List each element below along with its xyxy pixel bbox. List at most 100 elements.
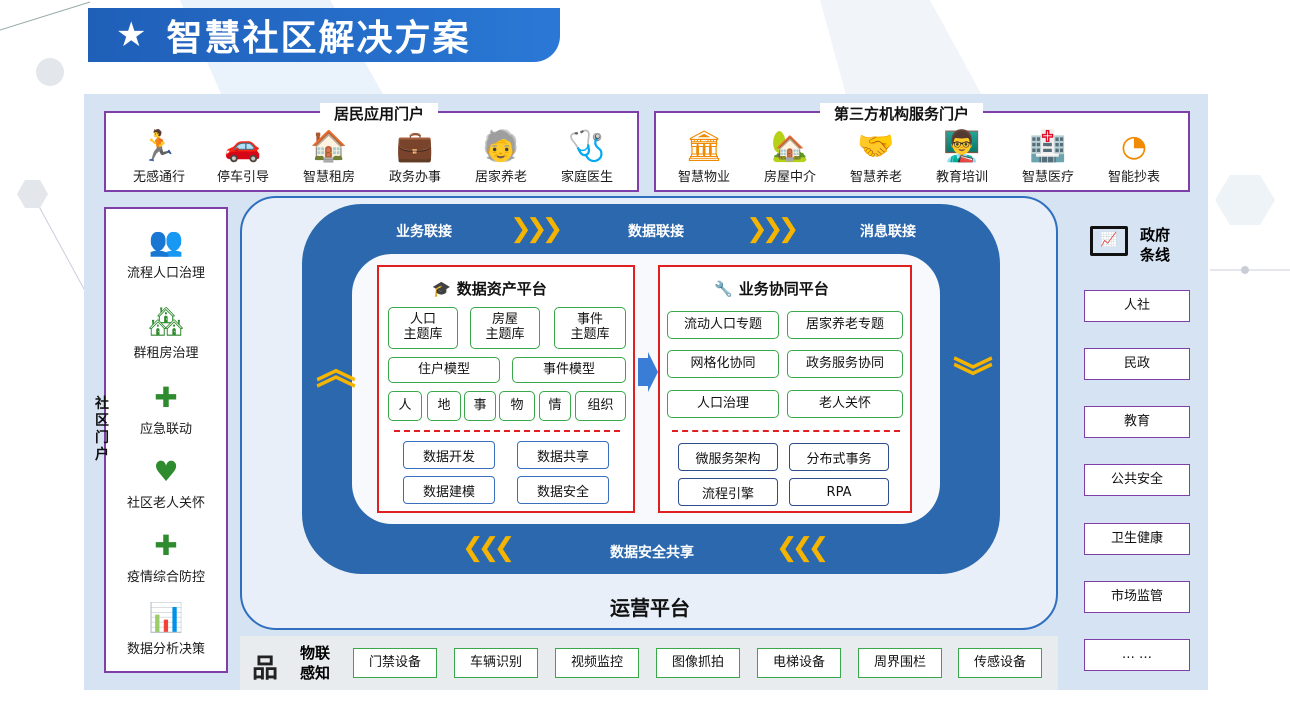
topic-lib-line2: 主题库: [570, 327, 610, 342]
teacher-icon: 👨‍🏫: [943, 129, 981, 164]
running-person-icon: 🏃: [140, 129, 178, 164]
app-label: 教育培训: [935, 170, 988, 185]
topic-floating-population[interactable]: 流动人口专题: [667, 311, 779, 339]
topic-lib-line1: 人口: [409, 312, 436, 328]
gov-item-more[interactable]: … …: [1084, 639, 1190, 671]
ring-label-business: 业务联接: [396, 224, 452, 240]
doctor-icon: 🩺: [568, 129, 606, 164]
topic-gov-service-collab[interactable]: 政务服务协同: [787, 350, 903, 378]
app-label: 政务办事: [388, 170, 441, 185]
cap-data-modeling[interactable]: 数据建模: [403, 476, 495, 504]
emergency-link-icon: ✚: [154, 381, 178, 414]
topic-lib-event[interactable]: 事件主题库: [554, 307, 626, 349]
chevron-down-icon: ︾: [953, 355, 993, 401]
medical-cross-icon: ✚: [154, 529, 178, 562]
monitor-chart-icon: 📈: [1090, 226, 1128, 256]
side-item-label: 流程人口治理: [126, 266, 205, 281]
chevron-right-icon: ❯❯❯: [746, 214, 799, 244]
iot-device-elevator[interactable]: 电梯设备: [757, 648, 841, 678]
handshake-icon: 🤝: [857, 129, 895, 164]
app-gov-affairs[interactable]: 💼 政务办事: [372, 128, 458, 185]
gov-item-market-supervision[interactable]: 市场监管: [1084, 581, 1190, 613]
gov-item-health[interactable]: 卫生健康: [1084, 523, 1190, 555]
side-item-epidemic[interactable]: ✚ 疫情综合防控: [106, 526, 226, 585]
iot-device-video-monitoring[interactable]: 视频监控: [555, 648, 639, 678]
briefcase-icon: 💼: [396, 129, 434, 164]
iot-title-line1: 物联: [300, 644, 331, 662]
side-item-label: 群租房治理: [133, 346, 199, 361]
side-item-emergency[interactable]: ✚ 应急联动: [106, 378, 226, 437]
cap-distributed-transaction[interactable]: 分布式事务: [789, 443, 889, 471]
app-label: 居家养老: [474, 170, 527, 185]
iot-device-vehicle-recognition[interactable]: 车辆识别: [454, 648, 538, 678]
side-item-label: 应急联动: [139, 422, 192, 437]
side-item-label: 疫情综合防控: [126, 570, 205, 585]
topic-lib-population[interactable]: 人口主题库: [388, 307, 458, 349]
star-icon: ★: [116, 15, 149, 55]
element-person[interactable]: 人: [388, 391, 422, 421]
app-real-estate-agency[interactable]: 🏡房屋中介: [747, 128, 833, 185]
iot-device-access-control[interactable]: 门禁设备: [353, 648, 437, 678]
topic-home-elderly[interactable]: 居家养老专题: [787, 311, 903, 339]
iot-device-perimeter-fence[interactable]: 周界围栏: [858, 648, 942, 678]
app-label: 智能抄表: [1107, 170, 1160, 185]
element-situation[interactable]: 情: [539, 391, 571, 421]
community-portal-panel: [104, 207, 228, 673]
app-smart-rental[interactable]: 🏠智慧租房: [286, 128, 372, 185]
gov-title-line2: 条线: [1140, 246, 1171, 264]
divider: [672, 430, 900, 432]
page-title: 智慧社区解决方案: [166, 18, 471, 59]
chevron-left-icon: ❮❮❮: [462, 533, 515, 563]
side-item-data-analysis[interactable]: 📊数据分析决策: [106, 598, 226, 657]
people-group-icon: 👥: [148, 225, 184, 258]
app-wugan-tongxing[interactable]: 🏃 无感通行: [116, 128, 202, 185]
app-label: 无感通行: [132, 170, 185, 185]
topic-grid-collab[interactable]: 网格化协同: [667, 350, 779, 378]
element-organization[interactable]: 组织: [575, 391, 626, 421]
app-label: 家庭医生: [560, 170, 613, 185]
topic-population-governance[interactable]: 人口治理: [667, 390, 779, 418]
app-smart-meter[interactable]: ◔ 智能抄表: [1091, 128, 1177, 185]
app-education-training[interactable]: 👨‍🏫 教育培训: [919, 128, 1005, 185]
element-event[interactable]: 事: [464, 391, 496, 421]
data-asset-platform-label: 数据资产平台: [456, 280, 547, 298]
cap-data-development[interactable]: 数据开发: [403, 441, 495, 469]
home-heart-icon: 🏡: [771, 129, 809, 164]
gov-item-civil-affairs[interactable]: 民政: [1084, 348, 1190, 380]
car-icon: 🚗: [224, 129, 262, 164]
app-home-elderly[interactable]: 🧓居家养老: [458, 128, 544, 185]
iot-device-image-capture[interactable]: 图像抓拍: [656, 648, 740, 678]
element-place[interactable]: 地: [427, 391, 461, 421]
topic-elderly-care[interactable]: 老人关怀: [787, 390, 903, 418]
app-family-doctor[interactable]: 🩺 家庭医生: [544, 128, 630, 185]
hospital-icon: 🏥: [1029, 129, 1067, 164]
ring-label-data: 数据联接: [628, 224, 684, 240]
cap-microservice[interactable]: 微服务架构: [678, 443, 778, 471]
gauge-icon: ◔: [1120, 129, 1148, 164]
business-collab-platform-title: 🔧业务协同平台: [714, 278, 829, 299]
app-label: 智慧租房: [302, 170, 355, 185]
topic-lib-line2: 主题库: [485, 327, 525, 342]
iot-device-sensor[interactable]: 传感设备: [958, 648, 1042, 678]
gov-item-public-security[interactable]: 公共安全: [1084, 464, 1190, 496]
cap-process-engine[interactable]: 流程引擎: [678, 478, 778, 506]
model-event[interactable]: 事件模型: [512, 357, 626, 383]
topic-lib-housing[interactable]: 房屋主题库: [470, 307, 540, 349]
cap-data-security[interactable]: 数据安全: [517, 476, 609, 504]
gov-item-social-security[interactable]: 人社: [1084, 290, 1190, 322]
side-item-population[interactable]: 👥 流程人口治理: [106, 222, 226, 281]
model-household[interactable]: 住户模型: [388, 357, 500, 383]
cap-rpa[interactable]: RPA: [789, 478, 889, 506]
app-smart-medical[interactable]: 🏥智慧医疗: [1005, 128, 1091, 185]
app-smart-property[interactable]: 🏛智慧物业: [661, 128, 747, 185]
third-party-portal-panel: 第三方机构服务门户: [654, 103, 1190, 192]
app-parking-guide[interactable]: 🚗停车引导: [200, 128, 286, 185]
business-collab-platform: [658, 265, 912, 513]
cap-data-sharing[interactable]: 数据共享: [517, 441, 609, 469]
element-thing[interactable]: 物: [499, 391, 535, 421]
side-item-group-rental[interactable]: 🏘群租房治理: [106, 302, 226, 361]
gov-item-education[interactable]: 教育: [1084, 406, 1190, 438]
bar-chart-icon: 📊: [148, 601, 184, 634]
side-item-elderly-care[interactable]: ♥社区老人关怀: [106, 452, 226, 511]
app-smart-elderly-care[interactable]: 🤝智慧养老: [833, 128, 919, 185]
